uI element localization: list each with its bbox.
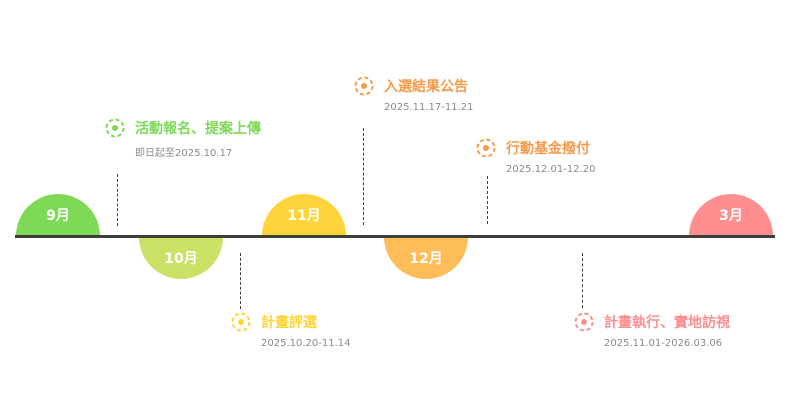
month-label-december: 12月: [409, 251, 443, 267]
event-registration: 活動報名、提案上傳 即日起至2025.10.17: [105, 118, 261, 159]
event-date: 2025.11.01-2026.03.06: [604, 338, 723, 349]
target-icon: [574, 312, 594, 332]
event-date: 即日起至2025.10.17: [135, 148, 233, 159]
event-announcement: 入選結果公告 2025.11.17-11.21: [354, 76, 474, 113]
month-november: 11月: [262, 194, 346, 236]
timeline-axis: [15, 235, 775, 238]
event-title: 行動基金撥付: [506, 141, 590, 157]
month-label-november: 11月: [287, 208, 321, 224]
month-label-october: 10月: [164, 251, 198, 267]
event-title: 入選結果公告: [384, 79, 468, 95]
event-date: 2025.12.01-12.20: [506, 164, 596, 175]
target-icon: [231, 312, 251, 332]
event-execution: 計畫執行、實地訪視 2025.11.01-2026.03.06: [574, 312, 730, 349]
month-march: 3月: [689, 194, 773, 236]
event-title: 計畫評選: [261, 315, 317, 331]
target-icon: [354, 76, 374, 96]
month-october: 10月: [139, 237, 223, 279]
month-label-september: 9月: [46, 208, 70, 224]
connector-review: [240, 253, 241, 309]
event-date: 2025.10.20-11.14: [261, 338, 351, 349]
connector-fund-payment: [487, 176, 488, 224]
connector-registration: [117, 174, 118, 226]
event-title: 活動報名、提案上傳: [135, 121, 261, 137]
month-september: 9月: [16, 194, 100, 236]
event-review: 計畫評選 2025.10.20-11.14: [231, 312, 351, 349]
event-fund-payment: 行動基金撥付 2025.12.01-12.20: [476, 138, 596, 175]
event-date: 2025.11.17-11.21: [384, 102, 474, 113]
target-icon: [476, 138, 496, 158]
connector-announcement: [363, 128, 364, 225]
month-label-march: 3月: [719, 208, 743, 224]
month-december: 12月: [384, 237, 468, 279]
event-title: 計畫執行、實地訪視: [604, 315, 730, 331]
connector-execution: [582, 253, 583, 308]
target-icon: [105, 118, 125, 138]
